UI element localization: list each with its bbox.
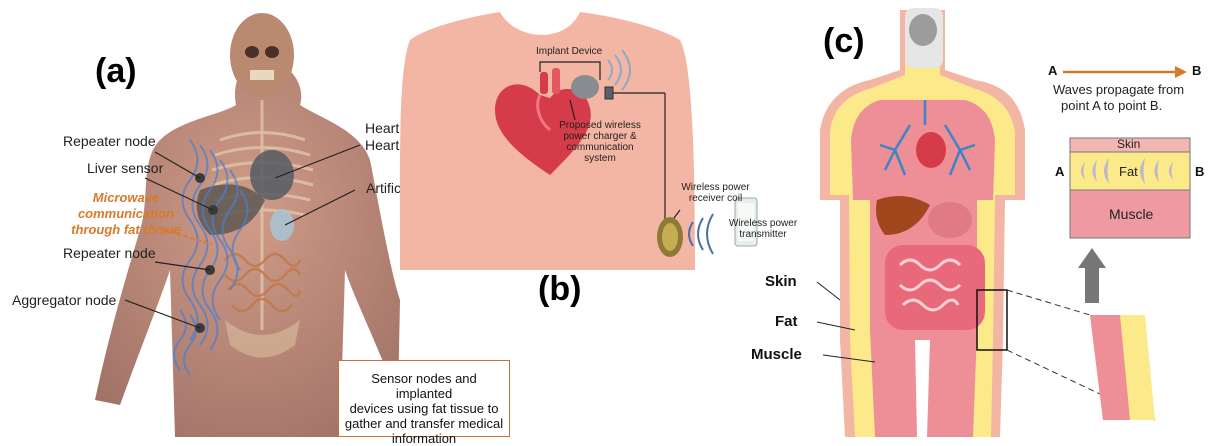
receiver-label: Wireless power receiver coil <box>678 182 753 204</box>
panel-c-label: (c) <box>823 22 865 61</box>
charger-label-line1: Proposed wireless <box>555 120 645 131</box>
microwave-note-line1: Microwave <box>66 190 186 206</box>
body-fat-label: Fat <box>775 313 798 330</box>
layer-point-a: A <box>1055 164 1064 179</box>
microwave-note-line3: through fat tissue <box>66 222 186 238</box>
layer-point-b: B <box>1195 164 1204 179</box>
propagation-note: Waves propagate from point A to point B. <box>1053 82 1184 114</box>
layer-fat-label: Fat <box>1119 164 1138 179</box>
repeater-node-top-label: Repeater node <box>63 133 156 149</box>
propagation-note-line2: point A to point B. <box>1053 98 1184 114</box>
panel-b-label: (b) <box>538 270 581 309</box>
microwave-note-line2: communication <box>66 206 186 222</box>
body-muscle-label: Muscle <box>751 346 802 363</box>
point-b-label: B <box>1192 63 1201 78</box>
layer-muscle-label: Muscle <box>1109 206 1153 222</box>
propagation-note-line1: Waves propagate from <box>1053 82 1184 98</box>
layer-skin-label: Skin <box>1117 137 1140 151</box>
liver-sensor-label: Liver sensor <box>87 160 163 176</box>
panel-a-label: (a) <box>95 52 137 91</box>
body-skin-label: Skin <box>765 273 797 290</box>
implant-device-label: Implant Device <box>536 46 602 57</box>
panel-b: Implant Device Proposed wireless power c… <box>390 0 800 437</box>
receiver-label-line2: receiver coil <box>678 193 753 204</box>
point-a-label: A <box>1048 63 1057 78</box>
charger-label-line2: power charger & <box>555 131 645 142</box>
charger-label-line4: system <box>555 153 645 164</box>
microwave-note: Microwave communication through fat tiss… <box>66 190 186 238</box>
panel-c: (c) A B Waves propagate from point A to … <box>745 0 1208 437</box>
repeater-node-bottom-label: Repeater node <box>63 245 156 261</box>
aggregator-node-label: Aggregator node <box>12 292 116 308</box>
receiver-label-line1: Wireless power <box>678 182 753 193</box>
charger-label-line3: communication <box>555 142 645 153</box>
charger-label: Proposed wireless power charger & commun… <box>555 120 645 164</box>
